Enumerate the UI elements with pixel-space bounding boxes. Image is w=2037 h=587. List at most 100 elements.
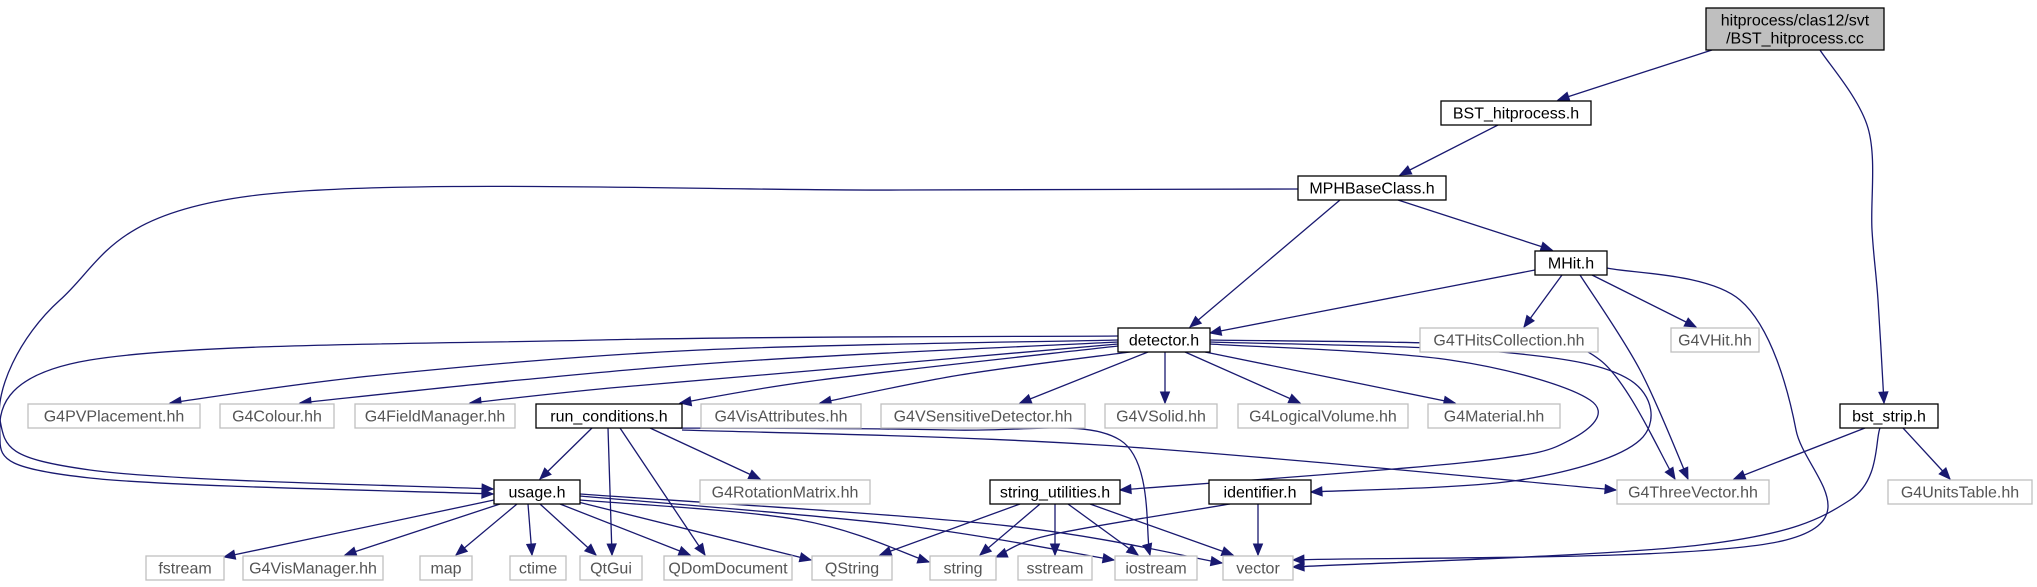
edge-arrowhead [1209,555,1224,567]
edge-usage-to-g4vismanager [343,503,501,557]
edge-line [607,427,613,556]
edge-bst_strip-to-g4unitstable [1902,427,1951,480]
node-box [27,403,201,429]
edge-usage-to-qdomdocument [559,503,692,556]
edge-line [1119,343,1599,491]
edge-arrowhead [747,469,762,480]
edge-arrowhead [1604,483,1618,495]
node-box [1208,479,1312,505]
edge-line [1067,503,1139,556]
node-label: G4RotationMatrix.hh [712,485,859,502]
edge-run_conditions-to-g4rotationmatrix [649,427,762,480]
node-box [1117,327,1211,353]
node-g4colour: G4Colour.hh [219,403,335,429]
edge-identifier-to-string [994,503,1231,558]
node-box [1839,403,1939,429]
node-box [493,479,581,505]
edge-arrowhead [481,488,495,499]
edge-arrowhead [1398,165,1413,176]
edge-line [455,503,518,556]
node-g4thitscollection: G4THitsCollection.hh [1419,327,1599,353]
node-box [1427,403,1561,429]
node-label: bst_strip.h [1852,409,1926,426]
edge-line [469,343,1119,404]
edge-mhit-to-detector [1208,269,1536,336]
edge-bst_hitprocess-to-mphbaseclass [1398,124,1499,176]
edge-arrowhead [1291,554,1305,565]
edge-arrowhead [1309,486,1323,497]
edge-string_utilities-to-string [978,503,1041,556]
edge-line [1399,124,1499,176]
node-string_utilities[interactable]: string_utilities.h [989,479,1121,505]
node-box [1616,479,1770,505]
edge-detector-to-g4vsensitivedetector [1018,351,1149,404]
node-box [1705,7,1885,51]
edge-arrowhead [994,547,1009,558]
node-g4pvplacement: G4PVPlacement.hh [27,403,201,429]
edge-line [0,335,1119,495]
edge-bst_strip-to-g4threevector [1732,427,1866,480]
edge-line [559,503,691,556]
node-label: MPHBaseClass.h [1309,181,1434,198]
edge-arrowhead [694,542,706,557]
edge-usage-to-qstring [577,501,813,563]
node-label: detector.h [1129,333,1199,350]
node-run_conditions[interactable]: run_conditions.h [535,403,683,429]
edge-usage-to-fstream [222,499,495,560]
edge-line [169,339,1119,404]
node-usage[interactable]: usage.h [493,479,581,505]
node-bst_strip[interactable]: bst_strip.h [1839,403,1939,429]
node-box [419,555,473,581]
edge-detector-to-string_utilities [1118,343,1599,495]
edge-arrowhead [1018,393,1033,404]
node-label: string [943,561,982,578]
edge-arrowhead [1208,325,1223,336]
node-iostream: iostream [1114,555,1198,581]
node-label: G4FieldManager.hh [365,409,506,426]
node-label: vector [1236,561,1280,578]
node-label: G4UnitsTable.hh [1901,485,2019,502]
node-fstream: fstream [145,555,225,581]
node-g4logicalvolume: G4LogicalVolume.hh [1237,403,1409,429]
edge-line [1579,274,1689,480]
edge-arrowhead [454,543,469,556]
edge-line [1204,351,1456,404]
edge-line [681,429,1617,491]
node-detector[interactable]: detector.h [1117,327,1211,353]
edge-string_utilities-to-iostream [1067,503,1140,556]
node-box [535,403,683,429]
edge-detector-to-usage [0,335,1119,499]
edge-detector-to-g4visattributes [818,351,1131,406]
edge-detector-to-g4logicalvolume [1184,351,1302,404]
edge-root-to-bst_hitprocess [1556,49,1713,102]
node-label: QDomDocument [668,561,788,578]
node-box [1104,403,1218,429]
edge-arrowhead [1291,561,1305,572]
edge-arrowhead [343,546,358,557]
node-box [1887,479,2033,505]
node-label: ctime [519,561,557,578]
node-g4material: G4Material.hh [1427,403,1561,429]
edge-detector-to-identifier [1209,341,1652,497]
edge-line [579,495,1115,561]
edge-arrowhead [222,549,237,560]
edge-line [679,345,1119,404]
edge-arrowhead [1732,469,1747,480]
node-box [579,555,643,581]
edge-detector-to-g4vsolid [1159,352,1171,405]
edge-arrowhead [606,543,617,557]
edge-detector-to-run_conditions [678,345,1119,407]
node-identifier[interactable]: identifier.h [1208,479,1312,505]
node-sstream: sstream [1017,555,1093,581]
node-mhit[interactable]: MHit.h [1534,250,1608,276]
edge-run_conditions-to-g4threevector [681,429,1618,495]
edge-arrowhead [1678,466,1689,481]
node-root[interactable]: hitprocess/clas12/svt/BST_hitprocess.cc [1705,7,1885,51]
edge-line [1819,49,1885,404]
edge-line [1019,351,1149,404]
node-mphbaseclass[interactable]: MPHBaseClass.h [1297,175,1447,201]
edge-line [1292,427,1881,568]
edge-arrowhead [1220,546,1235,557]
node-label: MHit.h [1548,256,1594,273]
node-bst_hitprocess[interactable]: BST_hitprocess.h [1440,100,1592,126]
